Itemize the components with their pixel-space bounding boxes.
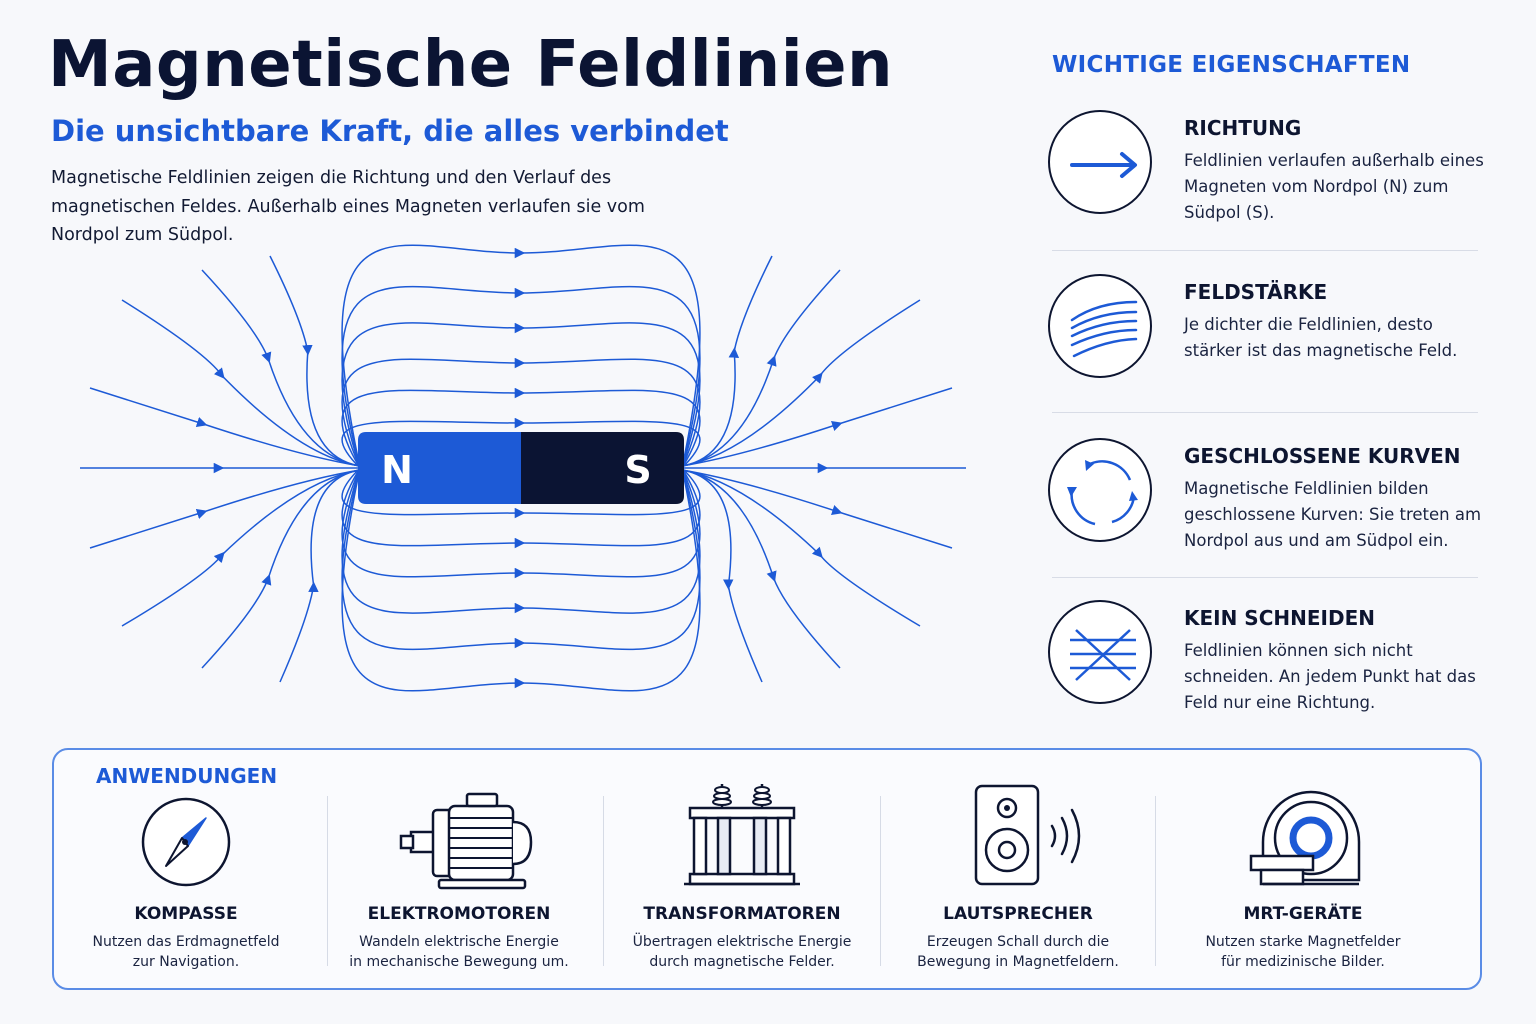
field-line xyxy=(681,299,921,467)
page-subtitle: Die unsichtbare Kraft, die alles verbind… xyxy=(51,114,729,148)
field-line xyxy=(121,469,361,627)
intro-text: Magnetische Feldlinien zeigen die Richtu… xyxy=(51,168,645,245)
property-title: FELDSTÄRKE xyxy=(1184,280,1328,304)
icon-circle xyxy=(1048,438,1152,542)
applications-heading: ANWENDUNGEN xyxy=(96,764,278,788)
divider xyxy=(327,796,328,966)
property-text: Magnetische Feldlinien bilden geschlosse… xyxy=(1184,479,1482,550)
field-line xyxy=(121,299,361,467)
property-title: GESCHLOSSENE KURVEN xyxy=(1184,444,1461,468)
magnetic-field-diagram: N S xyxy=(80,244,966,692)
field-line xyxy=(681,469,953,549)
property-text: Feldlinien verlaufen außerhalb eines Mag… xyxy=(1184,151,1484,222)
property-title: RICHTUNG xyxy=(1184,116,1302,140)
divider xyxy=(1052,577,1478,578)
icon-circle xyxy=(1048,600,1152,704)
property-text: Je dichter die Feldlinien, desto stärker… xyxy=(1184,315,1458,360)
divider xyxy=(1052,412,1478,413)
icon-circle xyxy=(1048,274,1152,378)
electric-motor-icon xyxy=(399,792,533,890)
field-line xyxy=(341,357,701,469)
field-line xyxy=(681,469,841,669)
divider xyxy=(1155,796,1156,966)
field-line xyxy=(89,469,361,549)
field-line xyxy=(279,469,361,683)
applications-panel: ANWENDUNGEN KOMPASSE Nutzen das Erdmagne… xyxy=(52,748,1482,990)
field-line xyxy=(341,467,701,614)
field-line xyxy=(341,467,701,692)
bar-magnet: N S xyxy=(358,432,684,504)
no-crossing-icon xyxy=(1070,629,1136,681)
field-line xyxy=(681,269,841,467)
field-lines-icon xyxy=(1070,300,1138,358)
application-electric-motor: ELEKTROMOTOREN Wandeln elektrische Energ… xyxy=(321,780,597,980)
application-title: TRANSFORMATOREN xyxy=(643,904,841,924)
application-title: KOMPASSE xyxy=(134,904,238,924)
cycle-icon xyxy=(1067,460,1138,526)
property-title: KEIN SCHNEIDEN xyxy=(1184,606,1375,630)
compass-icon xyxy=(141,797,231,887)
divider xyxy=(880,796,881,966)
field-line xyxy=(681,255,773,467)
arrow-right-icon xyxy=(1070,152,1137,178)
field-line xyxy=(201,269,361,467)
icon-circle xyxy=(1048,110,1152,214)
properties-heading: WICHTIGE EIGENSCHAFTEN xyxy=(1052,52,1411,78)
mri-scanner-icon xyxy=(1249,790,1361,886)
field-line xyxy=(341,467,701,651)
field-line xyxy=(341,285,701,469)
field-line xyxy=(89,387,361,467)
field-lines xyxy=(80,244,966,692)
field-line xyxy=(681,469,921,627)
property-text: Feldlinien können sich nicht schneiden. … xyxy=(1184,641,1476,712)
field-line xyxy=(341,467,701,579)
application-title: ELEKTROMOTOREN xyxy=(367,904,551,924)
transformer-icon xyxy=(684,784,800,886)
page-title: Magnetische Feldlinien xyxy=(48,28,894,102)
north-pole-label: N xyxy=(381,448,413,492)
south-pole-label: S xyxy=(624,448,651,492)
divider xyxy=(1052,250,1478,251)
magnet-south-pole xyxy=(521,432,684,504)
speaker-icon xyxy=(974,784,1081,886)
field-line xyxy=(681,387,953,467)
magnet-north-pole xyxy=(358,432,521,504)
field-line xyxy=(269,255,361,467)
divider xyxy=(603,796,604,966)
application-transformer: TRANSFORMATOREN Übertragen elektrische E… xyxy=(604,780,880,980)
field-line xyxy=(341,244,701,469)
field-line xyxy=(201,469,361,669)
field-line xyxy=(341,322,701,469)
application-title: MRT-GERÄTE xyxy=(1243,904,1363,924)
field-line xyxy=(681,469,763,683)
application-title: LAUTSPRECHER xyxy=(943,904,1093,924)
